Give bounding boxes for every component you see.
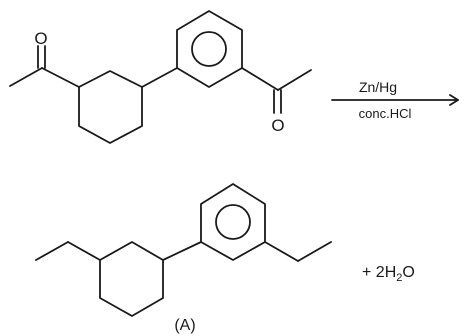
reactant-right-ring-to-carbonyl-bond [241,67,279,91]
product-biaryl-bond [162,241,202,261]
product-molecule: (A) [35,183,332,334]
reactant-left-oxygen: O [34,29,47,48]
reaction-arrow-head [449,94,459,106]
product-benzene-aromatic-circle [215,204,251,240]
reactant-benzene-aromatic-circle [191,31,227,67]
byproduct-formula: + 2H2O [362,264,415,284]
product-benzene-ring [200,183,266,261]
product-right-ethyl-bond-1 [264,241,299,262]
reactant-benzene-ring [176,10,243,88]
product-left-ethyl-bond-1 [67,241,101,261]
product-right-ethyl-bond-2 [297,241,332,262]
reagent-below-arrow: conc.HCl [359,106,412,121]
byproduct-subscript: 2 [396,272,402,284]
reactant-right-oxygen: O [271,116,284,135]
byproduct-water: + 2H2O [362,264,415,284]
reactant-left-methyl-bond [9,67,43,87]
product-left-ethyl-bond-2 [35,241,69,261]
reagent-above-arrow: Zn/Hg [359,79,397,95]
reactant-molecule: O O [9,10,312,144]
reactant-biaryl-bond [141,67,178,88]
reactant-cyclohexane-ring [78,70,143,144]
reactant-left-ring-to-carbonyl-bond [41,67,80,88]
byproduct-suffix: O [402,264,414,281]
product-cyclohexane-ring [99,241,164,317]
reactant-right-methyl-bond [277,69,312,91]
byproduct-prefix: + 2H [362,264,396,281]
reaction-arrow-group: Zn/Hg conc.HCl [331,79,459,121]
product-label: (A) [174,317,195,334]
